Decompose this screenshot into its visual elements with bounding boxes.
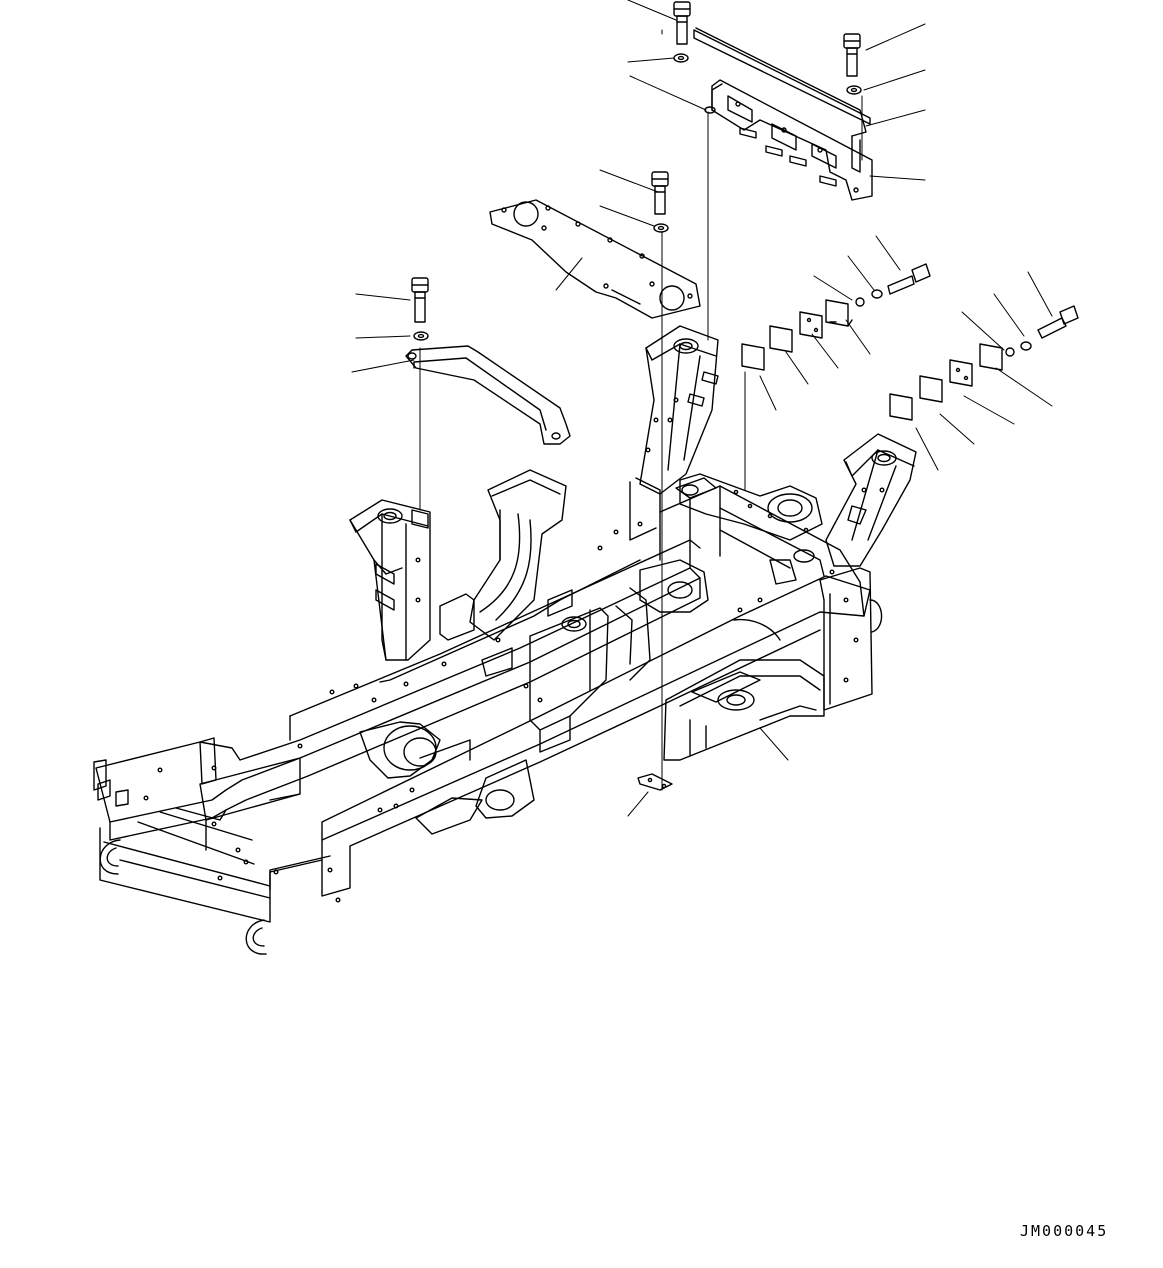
small-clip — [637, 773, 673, 791]
top-bracket-rail — [693, 27, 873, 201]
bolt-horizontal-right-lower — [1005, 305, 1079, 357]
bolt-horizontal-right-upper — [855, 263, 931, 307]
bolt-left — [411, 277, 429, 341]
bolt-top-right — [843, 33, 862, 95]
main-frame — [93, 325, 917, 955]
drawing-code-label: JM000045 — [1020, 1222, 1109, 1240]
bolt-middle — [651, 171, 669, 233]
mounting-plate — [489, 199, 701, 319]
shim-stack-lower — [889, 343, 1003, 421]
curved-handle-bracket — [405, 345, 571, 445]
shim-stack-upper — [741, 299, 853, 371]
bolt-top-center — [673, 1, 691, 63]
leader-lines — [351, 0, 1053, 817]
